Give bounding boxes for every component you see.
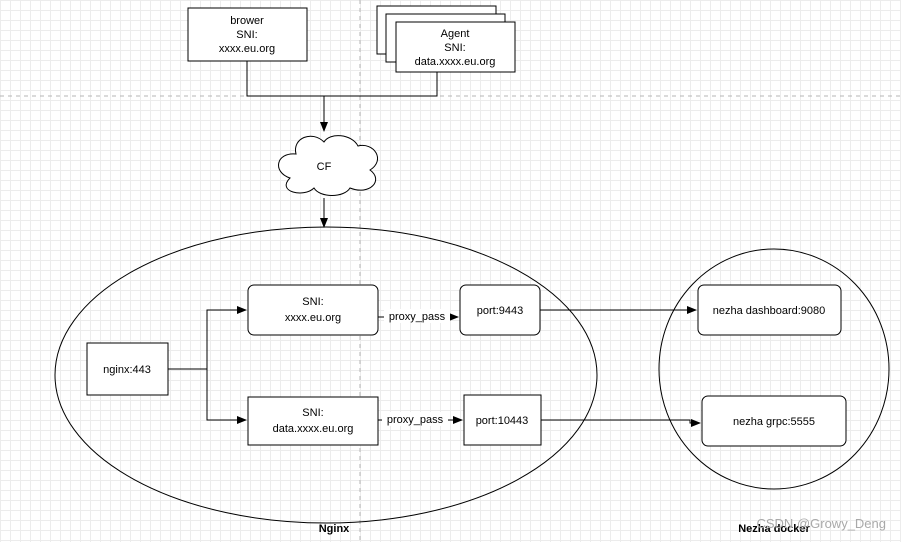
- dashboard-label: nezha dashboard:9080: [713, 305, 826, 317]
- sni-data-node: SNI: data.xxxx.eu.org: [247, 396, 379, 446]
- browser-sni-label: SNI:: [236, 29, 257, 41]
- nginx-group: [54, 226, 598, 524]
- edge-nginx-to-sni-data: [168, 368, 247, 424]
- grpc-node: nezha grpc:5555: [701, 395, 847, 447]
- sni-data-label: SNI:: [302, 407, 323, 419]
- cloud-icon: CF: [278, 135, 378, 196]
- port-data-label: port:10443: [476, 415, 529, 427]
- nginx-entry-node: nginx:443: [86, 342, 169, 396]
- dashboard-node: nezha dashboard:9080: [697, 284, 842, 336]
- browser-label: brower: [230, 15, 264, 27]
- proxy-data-label: proxy_pass: [387, 414, 444, 426]
- cloud-label: CF: [317, 161, 332, 173]
- sni-main-value: xxxx.eu.org: [285, 312, 341, 324]
- nginx-group-label: Nginx: [319, 523, 350, 535]
- nezha-docker-group: [658, 248, 890, 490]
- agent-node: Agent SNI: data.xxxx.eu.org: [376, 5, 516, 73]
- port-main-label: port:9443: [477, 305, 523, 317]
- edge-port-data-to-grpc: [541, 419, 701, 427]
- port-main-node: port:9443: [459, 284, 541, 336]
- browser-node: brower SNI: xxxx.eu.org: [187, 7, 308, 62]
- browser-sni-value: xxxx.eu.org: [219, 43, 275, 55]
- port-data-node: port:10443: [463, 394, 542, 446]
- sni-main-node: SNI: xxxx.eu.org: [247, 284, 379, 336]
- agent-label: Agent: [441, 28, 470, 40]
- watermark-text: CSDN @Growy_Deng: [756, 516, 886, 531]
- agent-sni-label: SNI:: [444, 42, 465, 54]
- nezha-docker-group-label: Nezha docker: [738, 523, 810, 535]
- proxy-main-label: proxy_pass: [389, 311, 446, 323]
- grpc-label: nezha grpc:5555: [733, 416, 815, 428]
- nginx-entry-label: nginx:443: [103, 364, 151, 376]
- agent-sni-value: data.xxxx.eu.org: [415, 56, 496, 68]
- edge-agent-to-cf: [324, 72, 438, 97]
- sni-main-label: SNI:: [302, 296, 323, 308]
- sni-data-value: data.xxxx.eu.org: [273, 423, 354, 435]
- edge-nginx-to-sni-main: [168, 306, 247, 370]
- edge-browser-to-cf: [246, 61, 324, 97]
